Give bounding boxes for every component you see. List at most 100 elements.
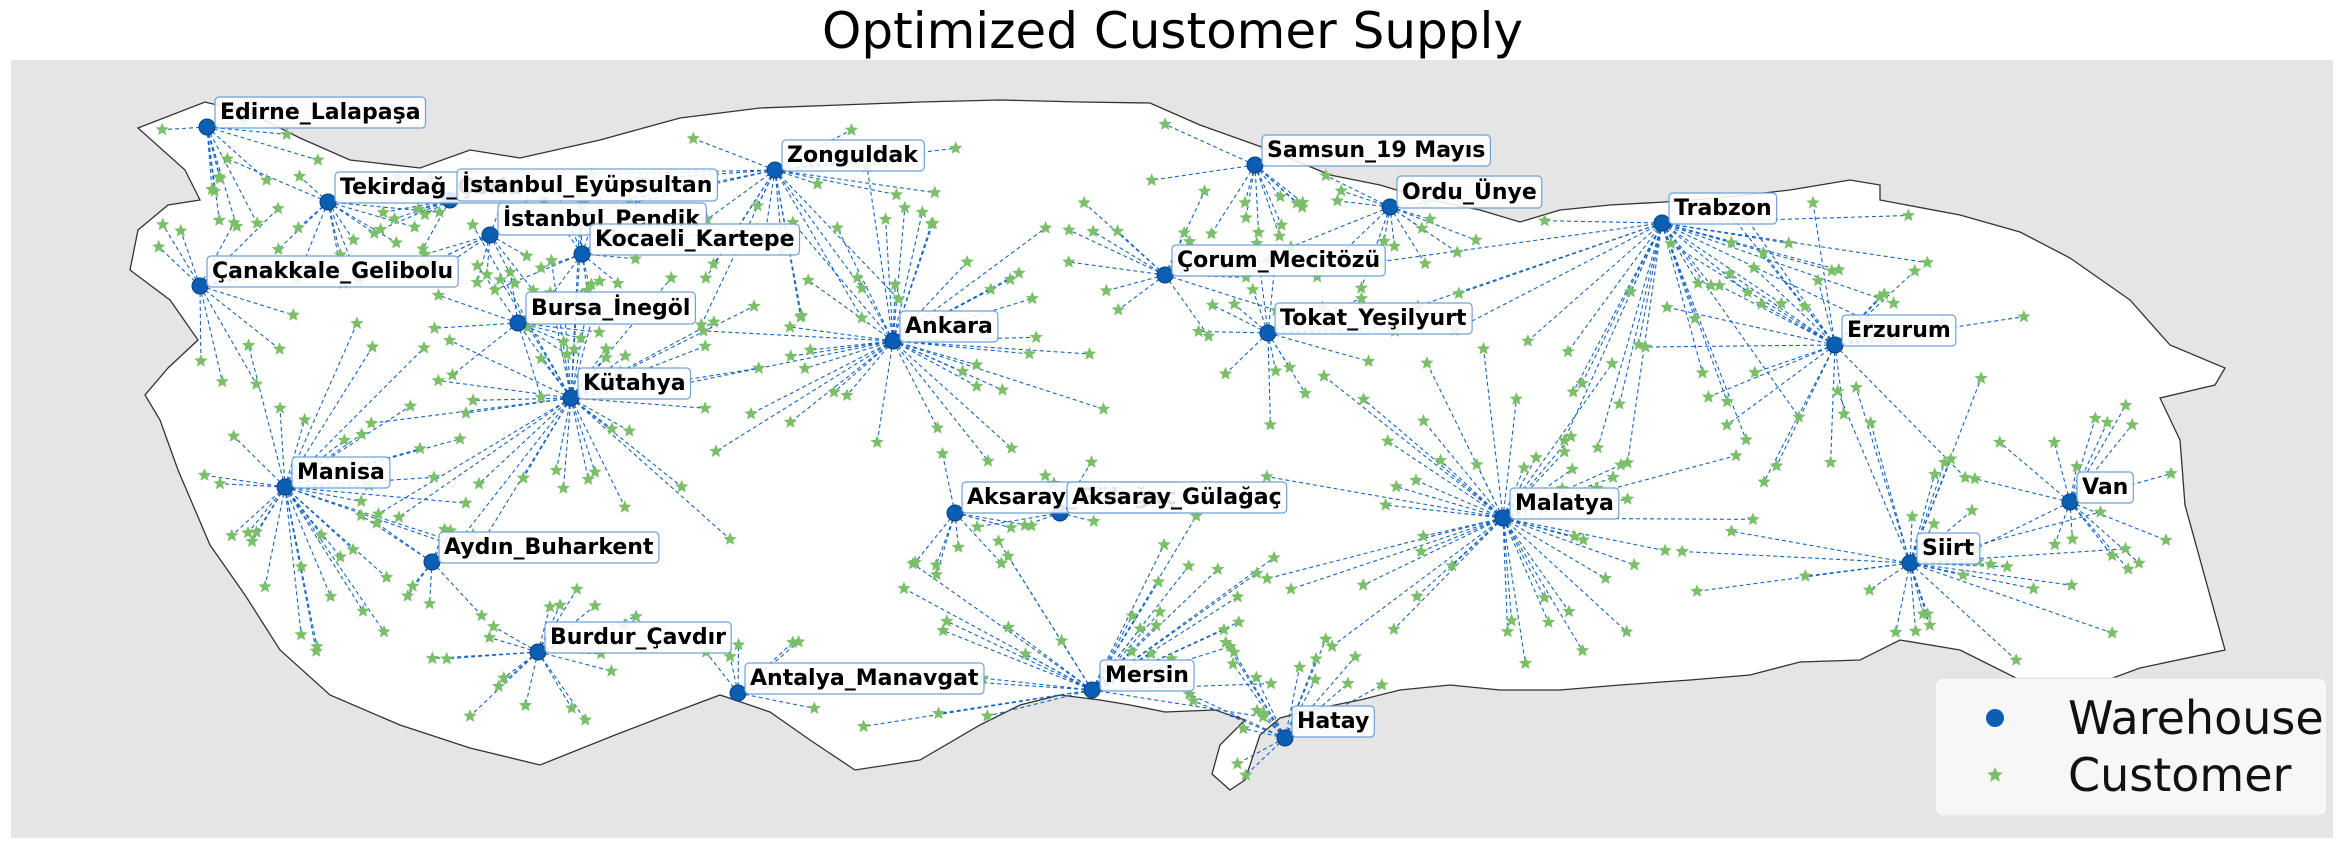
- supply-link: [892, 340, 938, 429]
- customer-marker: [1469, 233, 1483, 246]
- supply-link: [1091, 621, 1239, 691]
- warehouse-label-box: [1291, 705, 1375, 738]
- warehouse-label-box: [1274, 302, 1473, 335]
- customer-marker: [418, 207, 432, 221]
- customer-marker: [1375, 677, 1389, 691]
- supply-link: [1393, 517, 1504, 630]
- warehouse-label-text: Van: [2082, 475, 2128, 500]
- customer-marker: [518, 698, 533, 712]
- customer-marker: [350, 316, 364, 330]
- customer-marker: [1729, 448, 1743, 462]
- customer-marker: [618, 500, 632, 513]
- customer-marker: [1675, 544, 1689, 558]
- customer-marker: [556, 481, 571, 494]
- customer-marker: [1283, 360, 1297, 374]
- customer-marker: [588, 598, 602, 612]
- supply-link: [1284, 684, 1383, 739]
- supply-link: [1284, 667, 1301, 739]
- supply-link: [1834, 344, 1845, 415]
- customer-marker: [225, 528, 239, 542]
- customer-marker: [1747, 260, 1761, 274]
- supply-link: [954, 512, 1002, 564]
- supply-link: [846, 340, 894, 396]
- warehouse-label-box: [291, 456, 391, 489]
- customer-marker: [560, 347, 574, 360]
- supply-link: [570, 321, 715, 399]
- supply-link: [1572, 222, 1663, 393]
- supply-link: [199, 285, 202, 362]
- customer-marker: [1202, 329, 1216, 342]
- warehouse-marker-samsun-19-may-s: [1246, 156, 1264, 174]
- customer-marker: [1690, 584, 1704, 597]
- supply-link: [1502, 467, 1525, 519]
- customer-marker: [174, 223, 188, 237]
- supply-link: [1362, 517, 1504, 586]
- customer-marker: [493, 272, 507, 286]
- customer-marker: [1620, 492, 1635, 505]
- supply-link: [914, 512, 956, 563]
- supply-link: [885, 219, 894, 342]
- supply-link: [1661, 222, 1704, 374]
- supply-link: [1527, 222, 1663, 342]
- supply-link: [231, 486, 286, 537]
- customer-marker: [2093, 505, 2108, 518]
- customer-marker: [1832, 262, 1846, 276]
- supply-link: [1719, 285, 1836, 346]
- warehouse-label-burdur-c-avd-r: Burdur_Çavdır: [544, 621, 732, 654]
- customer-marker: [1746, 512, 1760, 526]
- supply-link: [472, 224, 572, 399]
- customer-marker: [830, 220, 844, 234]
- supply-link: [1661, 222, 1728, 402]
- customer-marker: [664, 270, 678, 284]
- customer-marker: [543, 599, 557, 613]
- customer-marker: [371, 507, 386, 520]
- warehouse-label-box: [1841, 314, 1957, 347]
- supply-link: [1567, 222, 1663, 352]
- supply-link: [1895, 562, 1911, 633]
- supply-link: [703, 330, 894, 342]
- supply-link: [219, 483, 286, 488]
- supply-link: [938, 689, 1093, 714]
- customer-marker: [1145, 173, 1159, 186]
- supply-link: [1232, 663, 1286, 739]
- supply-link: [876, 340, 894, 443]
- customer-marker: [1575, 643, 1590, 657]
- supply-link: [1909, 562, 1964, 576]
- supply-link: [570, 397, 626, 508]
- customer-marker: [1144, 646, 1158, 660]
- supply-link: [2069, 501, 2140, 564]
- customer-marker: [1319, 632, 1333, 645]
- supply-link: [1909, 378, 1982, 564]
- customer-marker: [1325, 639, 1339, 652]
- customer-marker: [459, 496, 473, 509]
- supply-link: [1389, 206, 1423, 229]
- customer-marker: [1269, 364, 1283, 377]
- customer-marker: [470, 275, 484, 289]
- customer-marker: [891, 292, 906, 305]
- supply-link: [1502, 517, 1526, 664]
- customer-marker: [309, 644, 323, 657]
- supply-link: [517, 322, 542, 398]
- customer-marker: [152, 239, 166, 253]
- customer-marker: [1084, 455, 1099, 468]
- supply-link: [774, 169, 863, 319]
- customer-marker: [855, 281, 869, 295]
- supply-link: [1263, 712, 1286, 739]
- customer-marker: [155, 122, 169, 136]
- warehouse-label-text: Bursa_İnegöl: [531, 295, 690, 321]
- customer-marker: [314, 528, 329, 541]
- supply-link: [1387, 440, 1504, 519]
- customer-marker: [955, 364, 970, 378]
- customer-marker: [1956, 568, 1970, 581]
- customer-marker: [1250, 703, 1264, 717]
- customer-marker: [1518, 656, 1533, 669]
- customer-marker: [1782, 236, 1796, 249]
- customer-marker: [292, 169, 307, 182]
- warehouse-label-manisa: Manisa: [291, 456, 391, 489]
- customer-markers: [152, 113, 2178, 781]
- customer-marker: [1054, 633, 1069, 647]
- warehouse-marker-van: [2061, 493, 2079, 511]
- customer-marker: [1227, 297, 1241, 310]
- warehouse-label-ordu-u-nye: Ordu_Ünye: [1396, 175, 1543, 209]
- customer-marker: [482, 630, 497, 644]
